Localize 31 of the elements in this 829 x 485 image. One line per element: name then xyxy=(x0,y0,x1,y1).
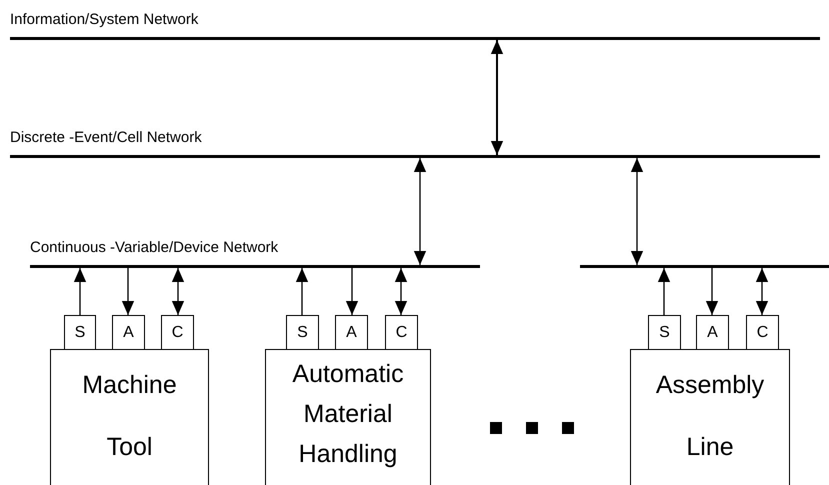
arrow xyxy=(658,268,670,315)
device-box: S xyxy=(286,315,319,350)
equipment-label: Assembly Line xyxy=(655,370,765,463)
arrow xyxy=(296,268,308,315)
arrow xyxy=(756,268,768,315)
arrow xyxy=(414,158,426,265)
device-box: S xyxy=(648,315,681,350)
arrow xyxy=(490,40,504,155)
arrow xyxy=(630,158,644,265)
arrow xyxy=(706,268,718,315)
arrow xyxy=(394,268,408,315)
equipment-box xyxy=(50,349,209,485)
device-box: A xyxy=(335,315,368,350)
equipment-box xyxy=(265,349,431,485)
arrow xyxy=(122,268,134,315)
device-box: C xyxy=(161,315,194,350)
arrow xyxy=(172,268,184,315)
device-box: C xyxy=(385,315,418,350)
arrow xyxy=(346,268,358,315)
device-box: S xyxy=(64,315,96,350)
network-label: Discrete -Event/Cell Network xyxy=(10,129,202,146)
network-label: Information/System Network xyxy=(10,11,198,28)
arrow xyxy=(74,268,86,315)
equipment-box xyxy=(630,349,790,485)
device-box: C xyxy=(746,315,779,350)
network-label: Continuous -Variable/Device Network xyxy=(30,239,278,256)
device-box: A xyxy=(112,315,145,350)
equipment-label: Automatic Material Handling xyxy=(291,359,405,470)
device-box: A xyxy=(696,315,729,350)
equipment-label: Machine Tool xyxy=(81,370,178,463)
network-bus-line xyxy=(580,265,829,268)
